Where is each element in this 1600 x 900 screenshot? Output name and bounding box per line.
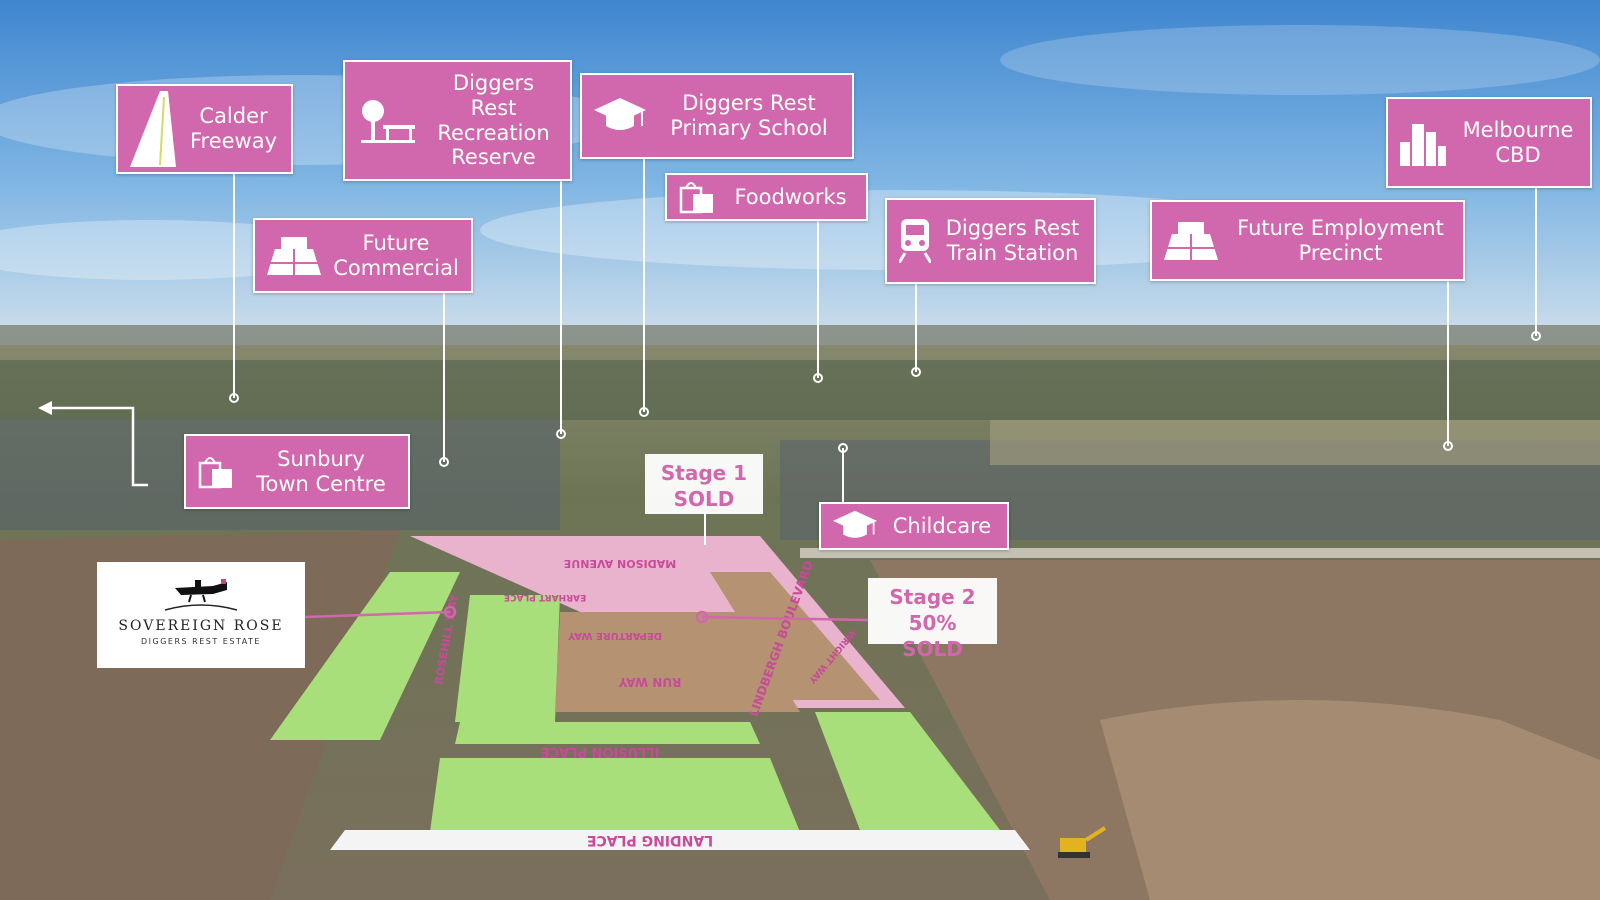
tag-label: Diggers Rest Recreation Reserve bbox=[437, 70, 550, 170]
shopping-bag-icon bbox=[679, 180, 715, 214]
road-label-run: RUN WAY bbox=[618, 675, 681, 689]
stage1-badge[interactable]: Stage 1 SOLD bbox=[645, 454, 763, 514]
road-label-landing: LANDING PLACE bbox=[587, 832, 713, 848]
office-building-icon bbox=[267, 236, 321, 275]
tag-childcare[interactable]: Childcare bbox=[819, 502, 1009, 550]
shopping-bag-icon bbox=[198, 455, 234, 489]
tag-sunbury-town-centre[interactable]: Sunbury Town Centre bbox=[184, 434, 410, 509]
tag-melbourne-cbd[interactable]: Melbourne CBD bbox=[1386, 97, 1592, 188]
leader-lines bbox=[229, 157, 1541, 545]
road-label-illusion: ILLUSION PLACE bbox=[541, 744, 659, 759]
earthworks-mound bbox=[1100, 700, 1600, 900]
road-main bbox=[800, 548, 1600, 558]
lots-illusion-north bbox=[455, 722, 760, 744]
tag-label: Diggers Rest Train Station bbox=[945, 216, 1080, 265]
road-label-departure: DEPARTURE WAY bbox=[567, 630, 662, 641]
tag-label: Foodworks bbox=[734, 184, 847, 209]
lots-stage2-brown bbox=[555, 612, 800, 712]
tag-foodworks[interactable]: Foodworks bbox=[665, 173, 868, 221]
suburb-band bbox=[0, 360, 1600, 420]
excavator bbox=[1058, 826, 1107, 858]
tag-label: Diggers Rest Primary School bbox=[670, 91, 828, 140]
lots-east-brown bbox=[710, 572, 880, 700]
tag-future-commercial[interactable]: Future Commercial bbox=[253, 218, 473, 293]
logo-subtitle: DIGGERS REST ESTATE bbox=[141, 637, 261, 646]
road-label-madison: MADISON AVENUE bbox=[564, 557, 676, 570]
lots-landing bbox=[430, 758, 800, 832]
sovereign-rose-logo: SOVEREIGN ROSE DIGGERS REST ESTATE bbox=[97, 562, 305, 668]
train-icon bbox=[899, 219, 931, 263]
tag-label: Future Commercial bbox=[333, 230, 459, 280]
landing-road bbox=[330, 830, 1030, 850]
tag-label: Sunbury Town Centre bbox=[256, 446, 386, 496]
graduation-cap-icon bbox=[594, 98, 646, 134]
road-label-earhart: EARHART PLACE bbox=[504, 592, 586, 602]
park-bench-icon bbox=[357, 99, 417, 143]
tag-train-station[interactable]: Diggers Rest Train Station bbox=[885, 198, 1096, 284]
tag-label: Calder Freeway bbox=[189, 104, 278, 153]
tag-label: Melbourne CBD bbox=[1462, 117, 1574, 167]
sunbury-arrowhead bbox=[38, 401, 52, 415]
open-paddock bbox=[990, 420, 1600, 465]
graduation-cap-icon bbox=[833, 510, 877, 542]
tag-label: Childcare bbox=[892, 513, 992, 538]
stage2-badge[interactable]: Stage 2 50% SOLD bbox=[868, 578, 997, 661]
stage-leaders bbox=[304, 605, 869, 624]
logo-brand: SOVEREIGN ROSE bbox=[118, 618, 284, 634]
city-buildings-icon bbox=[1400, 120, 1446, 166]
tag-primary-school[interactable]: Diggers Rest Primary School bbox=[580, 73, 854, 159]
distant-hills bbox=[0, 325, 1600, 345]
cloud bbox=[1000, 25, 1600, 95]
tag-calder-freeway[interactable]: Calder Freeway bbox=[116, 84, 293, 174]
plane-icon bbox=[164, 579, 238, 611]
tag-employment-precinct[interactable]: Future Employment Precinct bbox=[1150, 200, 1465, 281]
lots-east-green bbox=[815, 712, 1000, 830]
lots-middle-west bbox=[455, 595, 560, 722]
sunbury-direction-line bbox=[46, 406, 148, 487]
road-icon bbox=[130, 91, 176, 167]
tag-recreation-reserve[interactable]: Diggers Rest Recreation Reserve bbox=[343, 60, 572, 181]
tag-label: Future Employment Precinct bbox=[1237, 215, 1444, 265]
office-building-icon bbox=[1164, 221, 1218, 260]
